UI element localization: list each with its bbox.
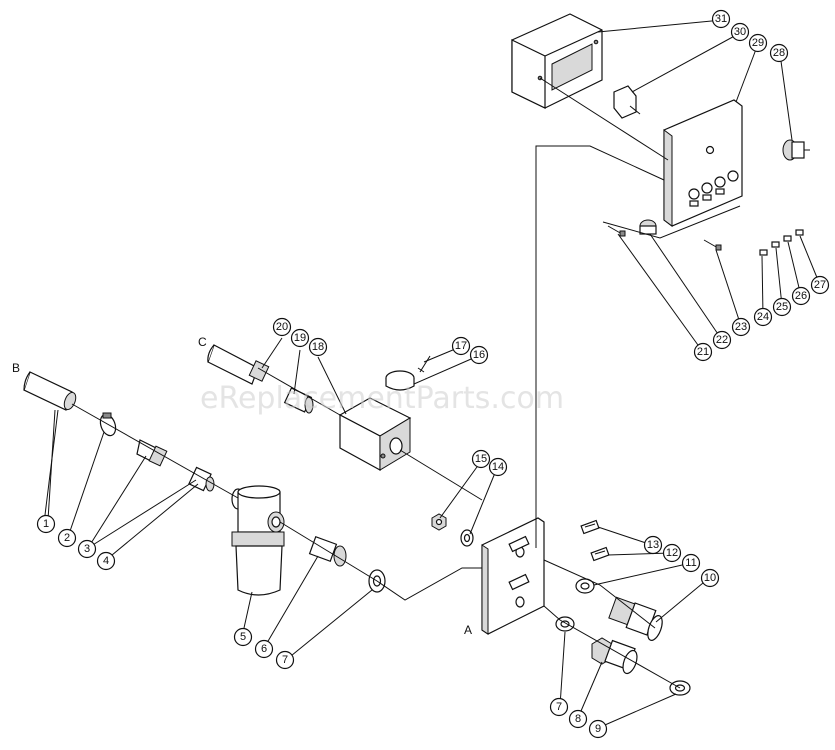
- screw-23: [703, 239, 722, 251]
- callout-18: 18: [308, 337, 328, 357]
- svg-text:17: 17: [455, 340, 467, 352]
- svg-text:27: 27: [814, 279, 826, 291]
- svg-text:9: 9: [595, 723, 601, 735]
- callout-20: 20: [272, 317, 292, 337]
- labels-24-27: [759, 229, 804, 256]
- label-12: [590, 546, 610, 562]
- svg-text:8: 8: [575, 713, 581, 725]
- callout-23: 23: [731, 317, 751, 337]
- gauge: [782, 139, 810, 161]
- barb-fitting: [136, 439, 168, 467]
- callout-24: 24: [753, 307, 773, 327]
- svg-text:7: 7: [282, 654, 288, 666]
- callout-21: 21: [693, 342, 713, 362]
- svg-text:16: 16: [473, 349, 485, 361]
- leader-lines: [43, 19, 821, 729]
- control-box: [511, 13, 603, 109]
- svg-text:19: 19: [294, 332, 306, 344]
- callout-22: 22: [712, 330, 732, 350]
- lamp: [639, 219, 657, 235]
- svg-text:23: 23: [735, 321, 747, 333]
- callout-10: 10: [700, 568, 720, 588]
- svg-text:29: 29: [752, 37, 764, 49]
- nipple-fitting: [308, 536, 347, 567]
- filter-assembly: [231, 485, 285, 596]
- callout-31: 31: [711, 9, 731, 29]
- svg-text:13: 13: [647, 539, 659, 551]
- valve-block: [338, 397, 412, 472]
- callout-11: 11: [681, 553, 701, 573]
- callout-28: 28: [769, 43, 789, 63]
- washer-14: [460, 529, 474, 547]
- callout-25: 25: [772, 297, 792, 317]
- svg-text:22: 22: [716, 334, 728, 346]
- svg-text:25: 25: [776, 301, 788, 313]
- svg-text:6: 6: [261, 643, 267, 655]
- callout-1: 1: [36, 514, 56, 534]
- bushing: [188, 466, 215, 492]
- callout-7-lower: 7: [549, 697, 569, 717]
- watermark: eReplacementParts.com: [200, 381, 564, 416]
- callout-14: 14: [488, 457, 508, 477]
- callout-8: 8: [568, 709, 588, 729]
- screw-21: [607, 225, 626, 237]
- label-13: [580, 519, 600, 535]
- svg-text:2: 2: [64, 532, 70, 544]
- quick-coupler: [608, 596, 663, 641]
- hose-clamp: [99, 412, 117, 437]
- letter-a: A: [464, 623, 472, 637]
- fitting-19: [283, 387, 314, 414]
- callout-16: 16: [469, 345, 489, 365]
- svg-text:10: 10: [704, 572, 716, 584]
- svg-text:24: 24: [757, 311, 769, 323]
- svg-text:7: 7: [556, 701, 562, 713]
- svg-text:14: 14: [492, 461, 504, 473]
- callout-5: 5: [233, 627, 253, 647]
- callout-19: 19: [290, 328, 310, 348]
- svg-text:21: 21: [697, 346, 709, 358]
- callout-27: 27: [810, 275, 830, 295]
- hose-b: [23, 371, 77, 411]
- panel-a: [481, 517, 545, 635]
- svg-text:26: 26: [795, 290, 807, 302]
- callout-12: 12: [662, 543, 682, 563]
- callout-9: 9: [588, 719, 608, 739]
- hose-c: [207, 344, 259, 385]
- callout-7-left: 7: [275, 650, 295, 670]
- callout-3: 3: [77, 539, 97, 559]
- nut-15: [431, 513, 447, 531]
- callout-6: 6: [254, 639, 274, 659]
- svg-text:12: 12: [666, 547, 678, 559]
- callout-26: 26: [791, 286, 811, 306]
- toggle-switch: [613, 85, 641, 119]
- letter-c: C: [198, 335, 207, 349]
- svg-text:31: 31: [715, 13, 727, 25]
- svg-text:20: 20: [276, 321, 288, 333]
- svg-text:1: 1: [43, 518, 49, 530]
- svg-text:11: 11: [685, 557, 696, 569]
- callout-17: 17: [451, 336, 471, 356]
- svg-text:5: 5: [240, 631, 246, 643]
- control-plate: [663, 99, 743, 227]
- callout-29: 29: [748, 33, 768, 53]
- callout-30: 30: [730, 22, 750, 42]
- svg-text:4: 4: [103, 555, 109, 567]
- callout-13: 13: [643, 535, 663, 555]
- small-valve: [385, 355, 431, 391]
- svg-text:3: 3: [84, 543, 90, 555]
- callout-2: 2: [57, 528, 77, 548]
- svg-text:18: 18: [312, 341, 324, 353]
- svg-text:28: 28: [773, 47, 785, 59]
- washer-11: [575, 578, 595, 594]
- coupler-8: [591, 637, 638, 675]
- callout-15: 15: [471, 449, 491, 469]
- svg-text:30: 30: [734, 26, 746, 38]
- callout-4: 4: [96, 551, 116, 571]
- letter-b: B: [12, 361, 20, 375]
- svg-text:15: 15: [475, 453, 487, 465]
